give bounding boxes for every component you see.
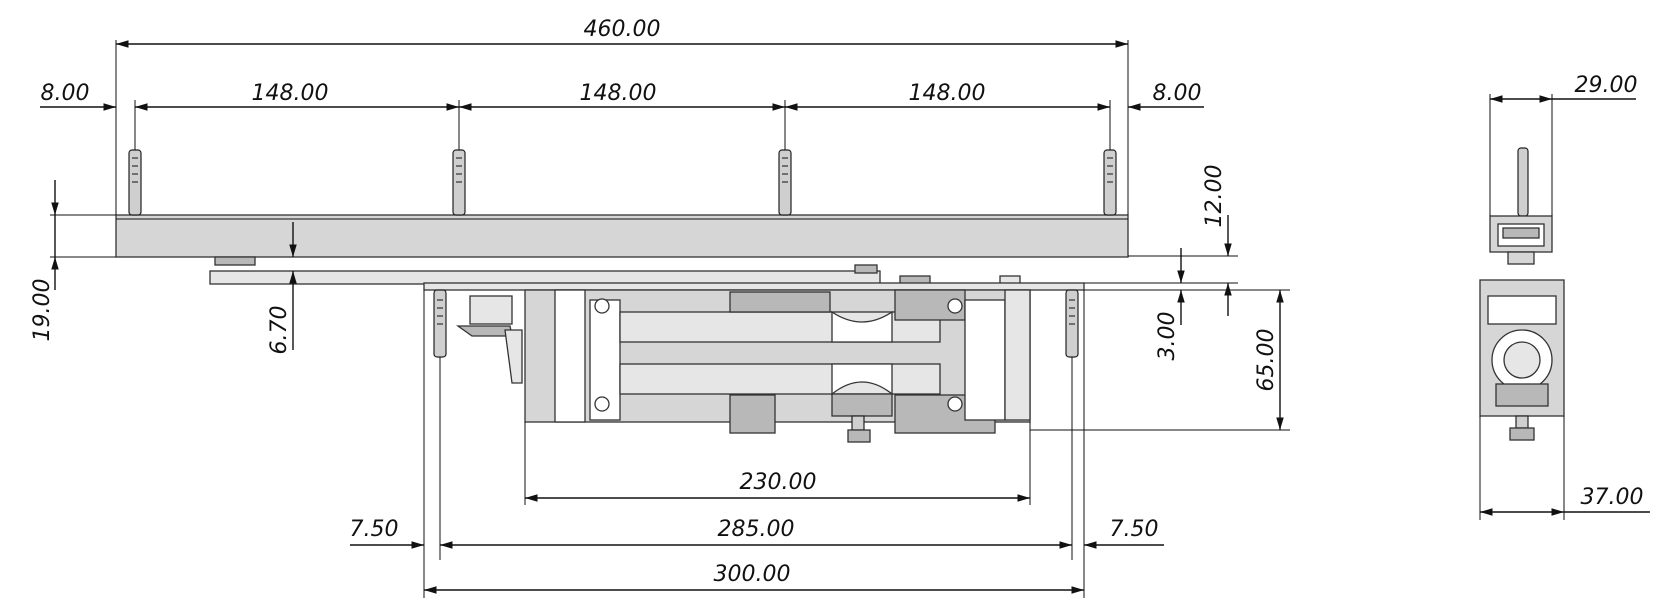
dim-left-inset: 7.50 <box>350 517 399 542</box>
closer-pin-left <box>433 289 447 358</box>
dim-closer-height: 65.00 <box>1254 329 1279 392</box>
dim-pin-spacing-3: 148.00 <box>909 81 986 106</box>
dim-overall-height-left: 19.00 <box>30 279 55 342</box>
dim-mount-spacing: 285.00 <box>718 517 795 542</box>
dim-closer-gap: 3.00 <box>1155 312 1180 361</box>
dim-pin-spacing-1: 148.00 <box>252 81 329 106</box>
dim-right-inset: 7.50 <box>1110 517 1159 542</box>
slide-arm <box>209 270 881 285</box>
dim-side-width-bottom: 37.00 <box>1581 485 1644 510</box>
dim-body-length: 230.00 <box>740 470 817 495</box>
mounting-plate <box>115 214 1129 258</box>
plate-pin-2 <box>452 149 466 216</box>
plate-pin-3 <box>778 149 792 216</box>
closer-pin-right <box>1065 289 1079 358</box>
side-view <box>1479 147 1565 441</box>
dim-left-edge-offset: 8.00 <box>41 81 90 106</box>
dim-right-edge-offset: 8.00 <box>1153 81 1202 106</box>
dim-side-width-top: 29.00 <box>1575 73 1638 98</box>
dim-closer-length: 300.00 <box>714 562 791 587</box>
extension-lines <box>50 40 1565 598</box>
dim-arm-gap: 6.70 <box>267 306 292 355</box>
front-view <box>115 149 1129 443</box>
plate-pin-4 <box>1103 149 1117 216</box>
dim-plate-thickness: 12.00 <box>1202 165 1227 228</box>
plate-pin-1 <box>128 149 142 216</box>
closer-top-plate <box>423 282 1085 291</box>
dimension-lines <box>40 40 1650 594</box>
dim-overall-width: 460.00 <box>584 17 661 42</box>
closer-body <box>524 289 1031 443</box>
dim-pin-spacing-2: 148.00 <box>580 81 657 106</box>
dimension-labels: 460.00 8.00 148.00 148.00 148.00 8.00 19… <box>30 17 1643 587</box>
left-bracket <box>455 295 523 384</box>
